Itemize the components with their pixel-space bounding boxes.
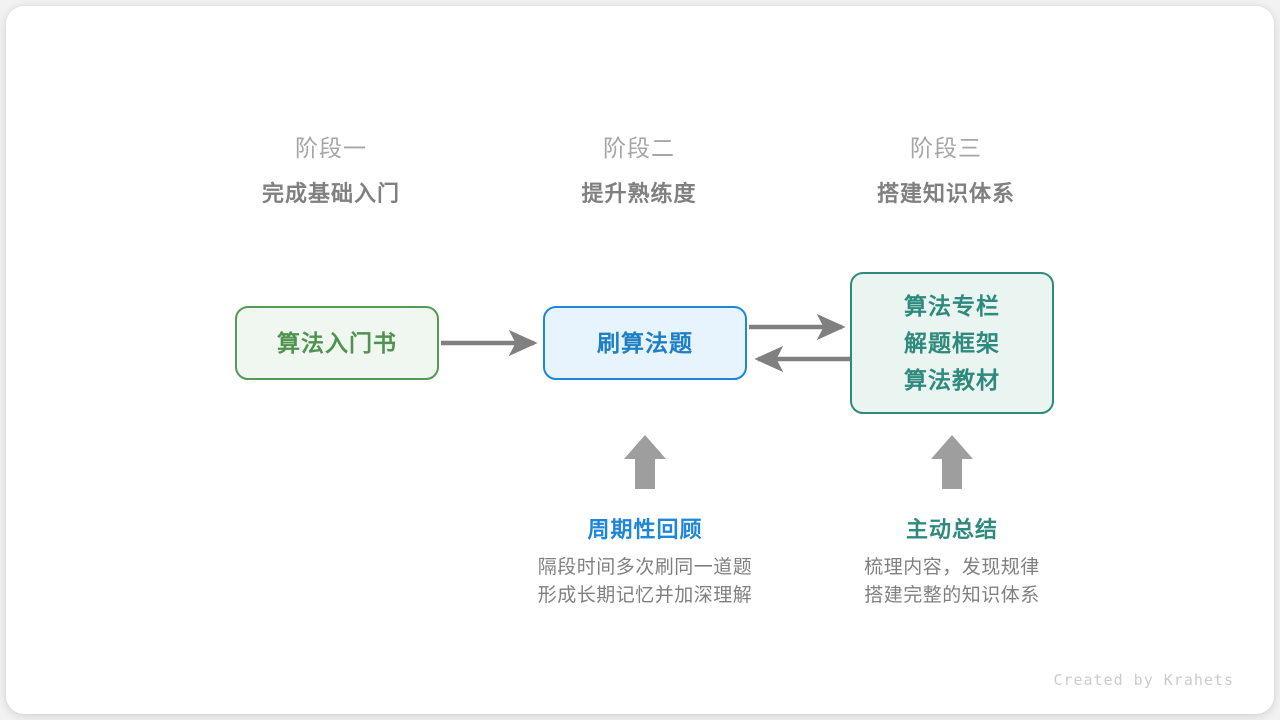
diagram-card: 阶段一 完成基础入门 阶段二 提升熟练度 阶段三 搭建知识体系 <box>6 6 1274 714</box>
stage-2-name: 阶段二 <box>603 135 675 161</box>
note-active-summary: 主动总结 梳理内容，发现规律 搭建完整的知识体系 <box>802 515 1102 610</box>
note-review-body-line-1: 隔段时间多次刷同一道题 <box>537 557 753 578</box>
node-practice-problems[interactable]: 刷算法题 <box>543 306 747 380</box>
stage-2-goal: 提升熟练度 <box>581 181 697 206</box>
credit-label: Created by Krahets <box>1053 671 1234 689</box>
note-periodic-review: 周期性回顾 隔段时间多次刷同一道题 形成长期记忆并加深理解 <box>495 515 795 610</box>
node-resources-line-2: 解题框架 <box>904 329 1000 356</box>
note-review-body-line-2: 形成长期记忆并加深理解 <box>537 585 753 606</box>
node-algorithm-book[interactable]: 算法入门书 <box>235 306 439 380</box>
node-resources-line-3: 算法教材 <box>904 366 1000 393</box>
stage-1-goal: 完成基础入门 <box>261 181 400 206</box>
stage-1-name: 阶段一 <box>295 135 367 161</box>
note-summary-body-line-1: 梳理内容，发现规律 <box>864 557 1040 578</box>
node-resources-line-1: 算法专栏 <box>904 292 1000 319</box>
node-book-line-1: 算法入门书 <box>277 329 397 356</box>
stage-header-2: 阶段二 提升熟练度 <box>509 131 769 211</box>
stage-header-1: 阶段一 完成基础入门 <box>201 131 461 211</box>
arrow-up-summary <box>931 435 973 489</box>
stage-3-name: 阶段三 <box>910 135 982 161</box>
stage-header-3: 阶段三 搭建知识体系 <box>816 131 1076 211</box>
note-review-title: 周期性回顾 <box>587 517 703 542</box>
stage-3-goal: 搭建知识体系 <box>876 181 1015 206</box>
arrow-up-review <box>624 435 666 489</box>
node-practice-line-1: 刷算法题 <box>597 329 693 356</box>
note-summary-body-line-2: 搭建完整的知识体系 <box>864 585 1040 606</box>
note-summary-title: 主动总结 <box>905 517 998 542</box>
node-learning-resources[interactable]: 算法专栏 解题框架 算法教材 <box>850 272 1054 414</box>
